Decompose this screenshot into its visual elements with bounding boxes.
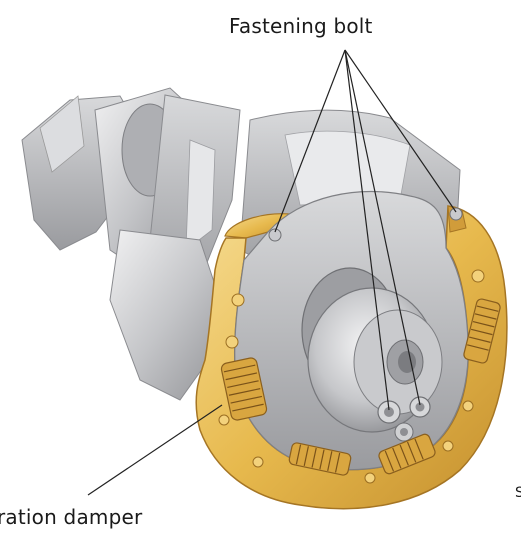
leader-line-damper [88,405,222,495]
vibration-damper-label: ration damper [0,505,142,529]
fastening-bolt-label: Fastening bolt [229,14,373,38]
edge-mark-label: S [515,485,521,501]
